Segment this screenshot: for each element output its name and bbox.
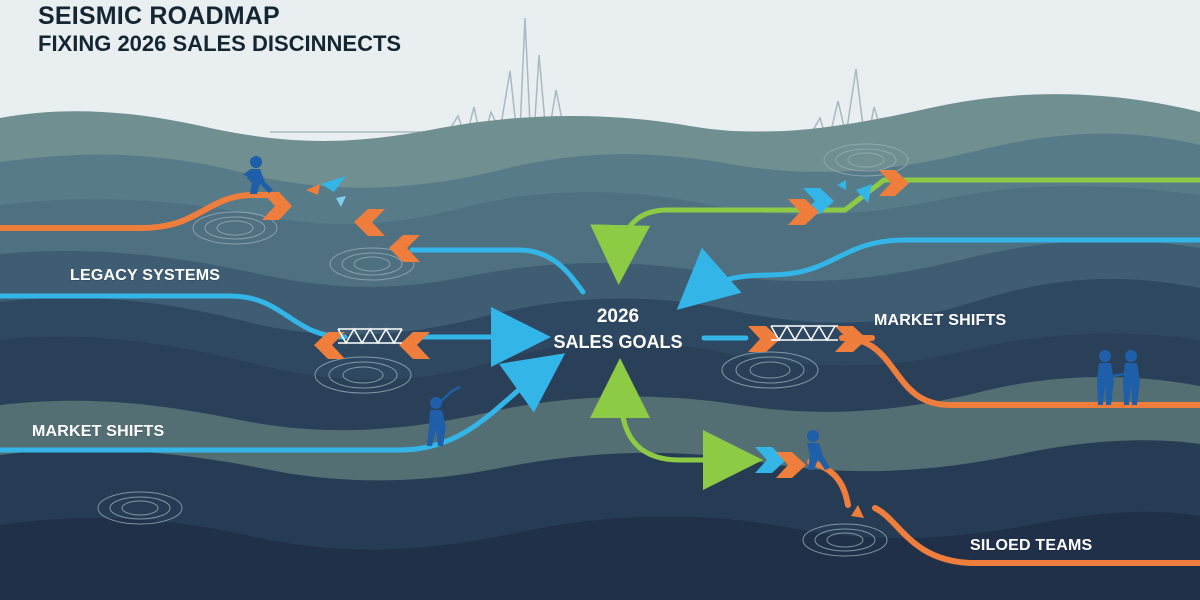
crumbled-piece [837,180,846,190]
chevron-icon [776,452,806,478]
crumbled-piece [856,184,872,203]
page-title: SEISMIC ROADMAP [38,2,280,30]
blue-right-top-path [676,237,1200,310]
chevron-icon [399,332,430,359]
sales-goals-center: 2026 SALES GOALS [538,306,698,353]
crumbled-piece [336,196,346,207]
chevron-icon [314,332,345,359]
seismic-ripple-icon [802,523,888,557]
seismic-ripple-icon [97,491,183,525]
ripples [97,143,909,557]
crumbled-piece [306,184,320,195]
market-shifts-left-label: MARKET SHIFTS [32,423,165,440]
hiker-icon [807,430,830,470]
seismic-ripple-icon [721,351,819,389]
directional-chevrons [262,170,909,518]
seismic-ripple-icon [192,211,278,245]
roadmap-paths [0,177,1200,566]
seismic-ripple-icon [823,143,909,177]
chevron-icon [748,326,780,352]
goal-year: 2026 [596,306,640,327]
seismic-ripple-icon [314,356,412,394]
bridge-icon [337,327,403,345]
siloed-teams-label: SILOED TEAMS [970,537,1093,554]
crumbled-piece [321,176,346,192]
chevron-icon [389,235,420,262]
chevron-icon [851,505,864,518]
bridge-icon [770,324,838,342]
chevron-icon [788,199,819,225]
chevron-icon [354,209,385,236]
orange-bottom-path [807,459,851,508]
chevron-icon [262,192,292,220]
market-shifts-right-label: MARKET SHIFTS [874,312,1007,329]
orange-top-left-path [0,192,275,231]
chevron-icon [835,326,867,352]
goal-label: SALES GOALS [553,332,683,352]
seismic-ripple-icon [329,247,415,281]
blue-market-left-path [0,353,566,453]
person-icon [427,385,461,446]
team-icon [1097,350,1140,405]
green-top-path [590,177,1200,285]
legacy-systems-label: LEGACY SYSTEMS [70,267,221,284]
hiker-icon [243,156,273,194]
chevron-icon [879,170,909,196]
page-subtitle: FIXING 2026 SALES DISCINNECTS [38,31,402,56]
blue-left-top-path [409,247,586,295]
orange-siloed-path [872,505,1200,566]
